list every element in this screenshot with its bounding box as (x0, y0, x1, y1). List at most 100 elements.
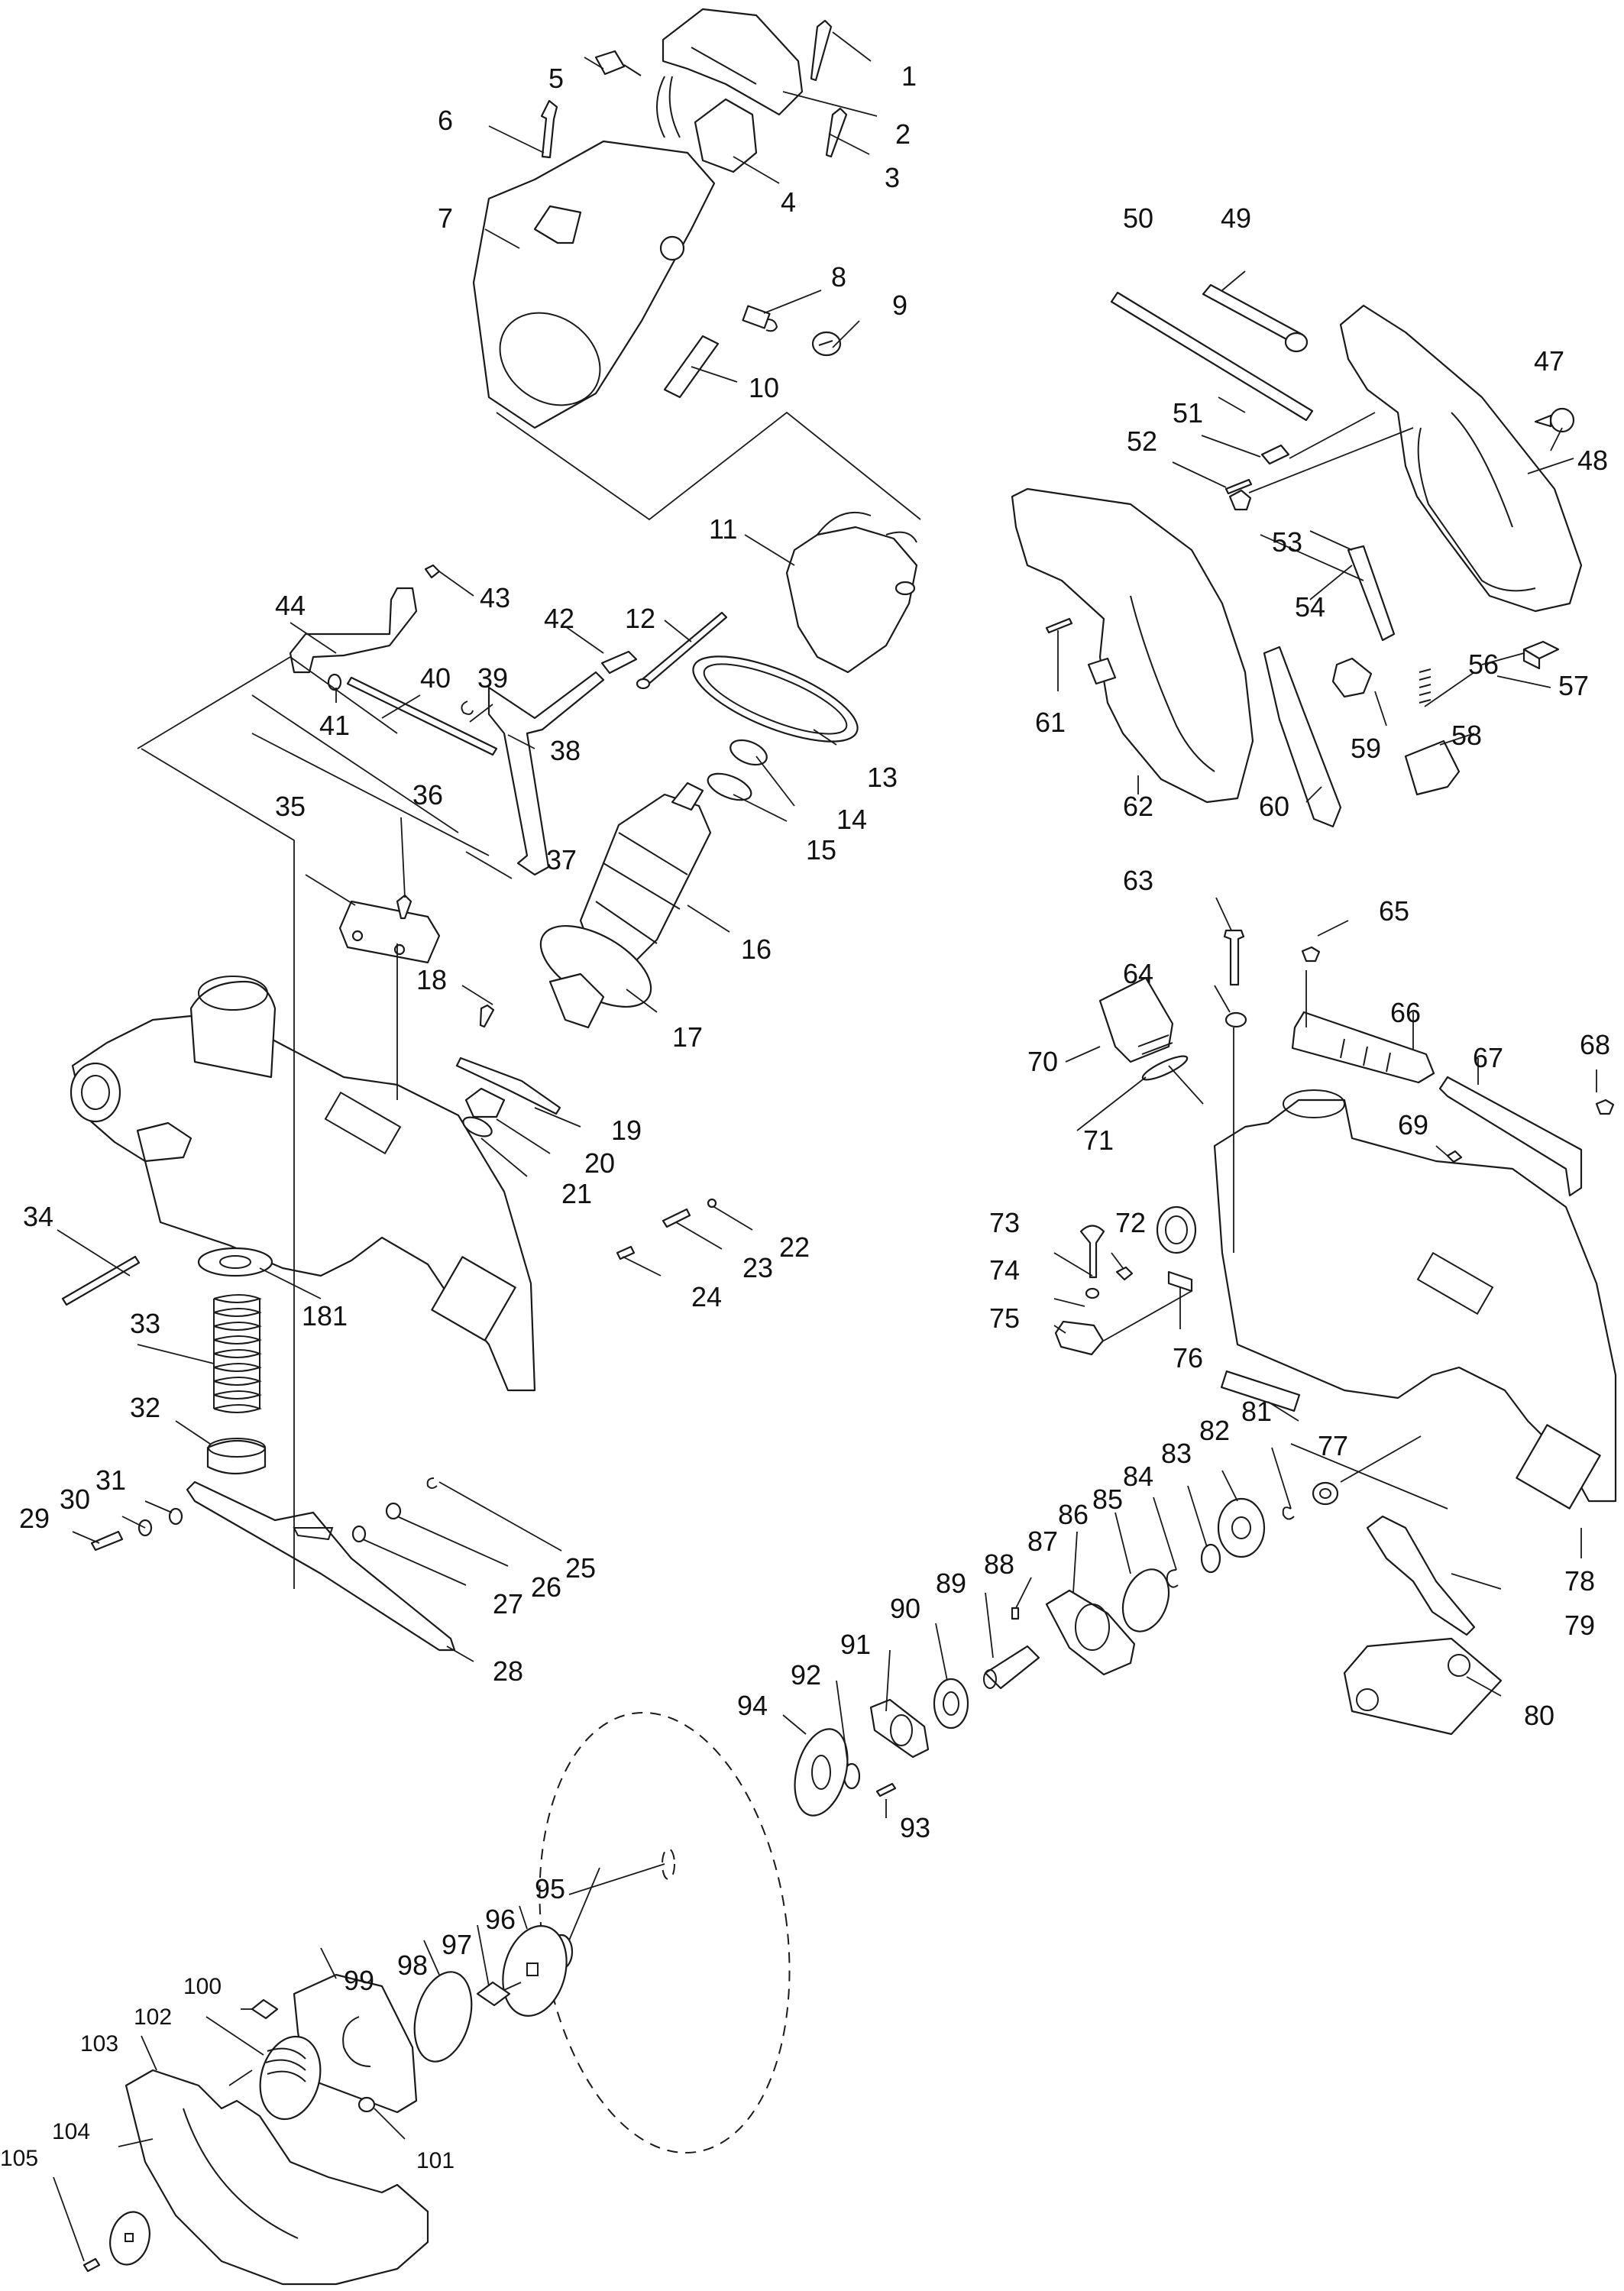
callout-24: 24 (691, 1281, 722, 1312)
callout-50: 50 (1123, 202, 1153, 234)
bearing-90 (933, 1678, 969, 1730)
sleeve-20 (464, 1087, 506, 1118)
ring-84 (1200, 1543, 1221, 1574)
handle-left-62 (1011, 487, 1254, 804)
callout-3: 3 (885, 162, 900, 193)
callout-19: 19 (611, 1115, 642, 1146)
callout-10: 10 (749, 372, 779, 403)
callout-60: 60 (1259, 791, 1289, 822)
motor-housing-7 (472, 140, 716, 429)
callout-39: 39 (477, 662, 508, 694)
callout-6: 6 (438, 105, 453, 136)
callout-47: 47 (1534, 345, 1564, 377)
callout-105: 105 (0, 2146, 38, 2171)
callout-70: 70 (1027, 1046, 1058, 1077)
callout-30: 30 (60, 1484, 90, 1515)
plate-80 (1343, 1637, 1503, 1736)
callout-85: 85 (1092, 1484, 1123, 1515)
screw-69 (1446, 1150, 1463, 1163)
callout-32: 32 (130, 1392, 160, 1423)
ring-82 (1282, 1506, 1295, 1520)
screw-52 (1224, 478, 1253, 495)
callout-11: 11 (709, 513, 737, 545)
callout-53: 53 (1272, 526, 1302, 558)
ring-25 (426, 1477, 438, 1489)
callout-103: 103 (80, 2031, 118, 2056)
callout-91: 91 (840, 1629, 871, 1660)
callout-77: 77 (1318, 1430, 1348, 1461)
callout-56: 56 (1468, 649, 1499, 680)
pin-34 (61, 1255, 141, 1306)
callout-57: 57 (1558, 670, 1589, 701)
callout-79: 79 (1564, 1610, 1595, 1641)
callout-75: 75 (989, 1302, 1020, 1334)
bearing-box-87 (1045, 1589, 1136, 1676)
pin-22 (707, 1198, 717, 1209)
cap-42 (600, 650, 638, 675)
label-77 (1220, 1370, 1301, 1412)
callout-65: 65 (1379, 895, 1409, 927)
brush-holder-wires-4 (656, 76, 758, 173)
screw-105 (82, 2257, 101, 2273)
screw-65 (1301, 946, 1321, 963)
callout-82: 82 (1199, 1415, 1230, 1446)
arm-link-28 (186, 1480, 456, 1652)
carbon-brush-8 (742, 305, 778, 332)
callout-41: 41 (319, 710, 350, 741)
callout-93: 93 (900, 1812, 930, 1843)
callout-52: 52 (1127, 426, 1157, 457)
spring-holder-32 (206, 1438, 267, 1474)
cap-47 (1534, 407, 1575, 433)
switch-58 (1404, 739, 1461, 796)
callout-17: 17 (672, 1021, 703, 1053)
callout-8: 8 (831, 261, 846, 293)
link-19 (455, 1057, 561, 1115)
callout-13: 13 (867, 762, 898, 793)
callout-88: 88 (984, 1548, 1014, 1580)
dust-nozzle-70 (1098, 976, 1174, 1063)
plate-104 (109, 2211, 150, 2266)
washer-74 (1085, 1287, 1100, 1299)
bearing-81 (1312, 1481, 1339, 1506)
retainer-91 (869, 1698, 930, 1759)
saw-blade-outline (539, 1711, 791, 2154)
capacitor-57 (1522, 640, 1560, 670)
handle-right-48 (1339, 304, 1583, 613)
callout-66: 66 (1390, 997, 1421, 1028)
callout-90: 90 (890, 1593, 920, 1624)
callout-15: 15 (806, 834, 836, 866)
bar-67 (1438, 1076, 1583, 1197)
screw-29 (90, 1530, 124, 1552)
callout-22: 22 (779, 1231, 810, 1263)
spring-56 (1419, 668, 1432, 704)
brush-cap-9 (811, 331, 842, 357)
callout-69: 69 (1398, 1109, 1428, 1141)
retaining-ring-41 (327, 673, 342, 691)
callout-87: 87 (1027, 1526, 1058, 1557)
compression-spring-33 (213, 1294, 262, 1413)
guard-plate-79 (1366, 1515, 1476, 1636)
blade-case-left (70, 976, 536, 1392)
callout-34: 34 (23, 1201, 53, 1232)
callout-72: 72 (1115, 1207, 1146, 1238)
washer-181 (197, 1247, 273, 1277)
callout-9: 9 (892, 290, 907, 321)
microswitch-59 (1331, 657, 1373, 698)
bolt-63 (1223, 929, 1245, 986)
safety-guard-103 (125, 2069, 429, 2286)
blade-case-right-78 (1156, 1089, 1617, 1510)
outer-flange-94 (794, 1728, 849, 1817)
callout-89: 89 (936, 1568, 966, 1599)
callout-29: 29 (19, 1503, 50, 1534)
callout-59: 59 (1351, 733, 1381, 764)
callout-101: 101 (416, 2148, 455, 2173)
callout-44: 44 (275, 590, 306, 621)
callout-16: 16 (741, 934, 772, 965)
callout-61: 61 (1035, 707, 1066, 738)
washer-26 (385, 1502, 402, 1520)
callout-20: 20 (584, 1147, 615, 1179)
screw-1 (810, 19, 833, 82)
cover-plate-98 (413, 1971, 473, 2063)
callout-51: 51 (1173, 397, 1203, 429)
callout-84: 84 (1123, 1461, 1153, 1492)
